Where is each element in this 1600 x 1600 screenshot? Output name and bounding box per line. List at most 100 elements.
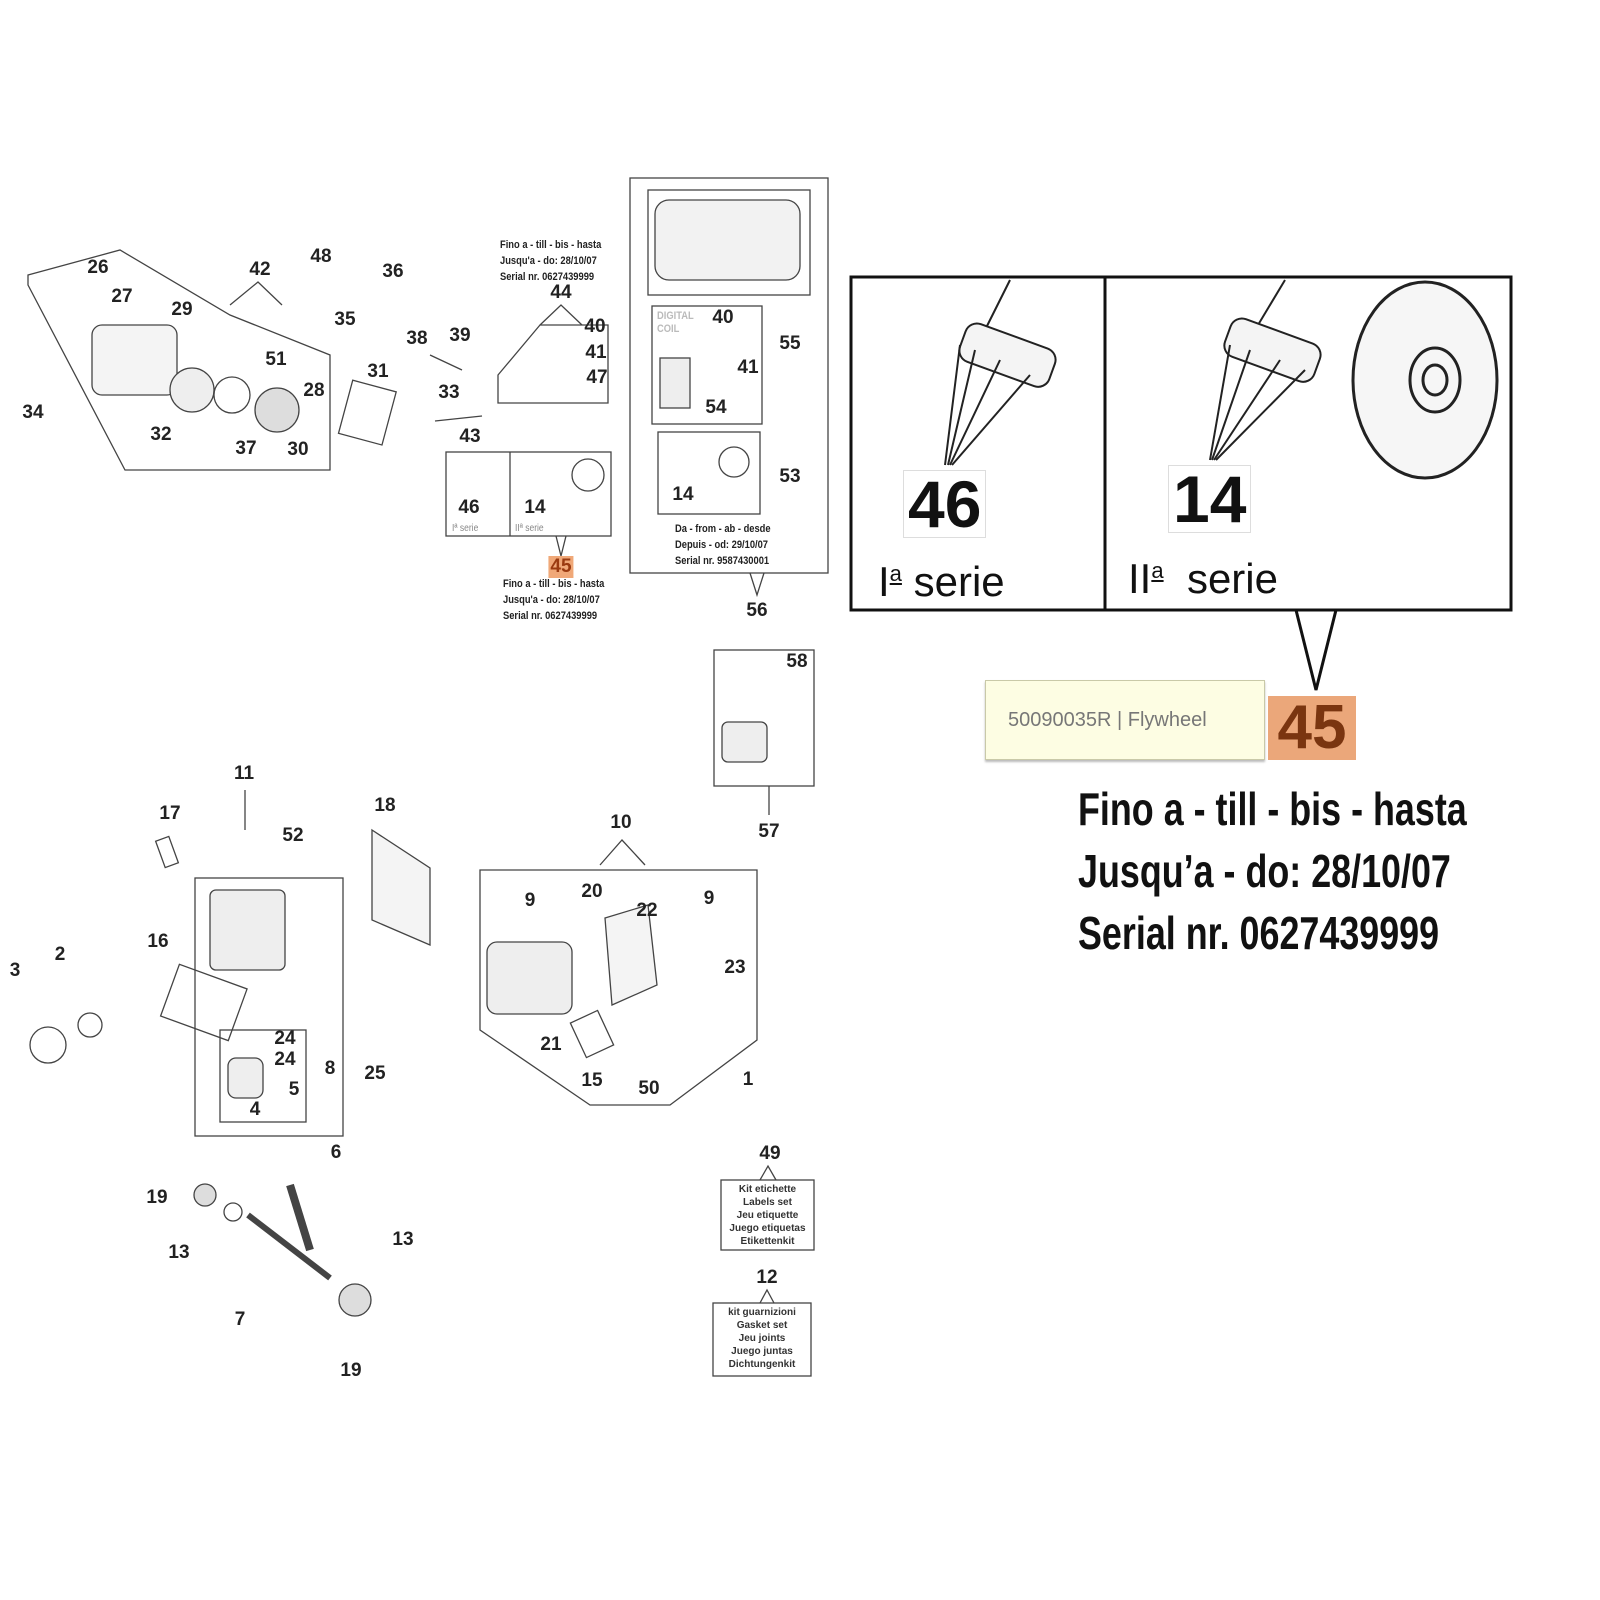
oil-pump-left-part[interactable] [944, 279, 1059, 466]
note-line: Serial nr. 0627439999 [1078, 907, 1440, 959]
callout-number[interactable]: 32 [150, 424, 172, 445]
clamp-2-part[interactable] [77, 1012, 103, 1038]
callout-number[interactable]: 52 [282, 825, 304, 846]
callout-number[interactable]: 22 [636, 900, 658, 921]
pulley-part[interactable] [169, 367, 215, 413]
callout-number[interactable]: 17 [159, 803, 181, 824]
callout-number[interactable]: 11 [233, 763, 255, 784]
gasket-16-part[interactable] [159, 963, 248, 1042]
callout-number[interactable]: 8 [324, 1058, 336, 1079]
crankcase-part[interactable] [654, 199, 801, 281]
callout-number[interactable]: 24 [274, 1049, 296, 1070]
connecting-rod-part[interactable] [286, 1183, 314, 1252]
callout-number[interactable]: 27 [111, 286, 133, 307]
zoom-callout-14[interactable]: 14 [1168, 465, 1252, 533]
cylinder-part[interactable] [209, 889, 286, 971]
bearing-19b-part[interactable] [338, 1283, 372, 1317]
cable-43-part[interactable] [434, 415, 483, 422]
callout-number[interactable]: 5 [288, 1079, 300, 1100]
pawl-plate-part[interactable] [213, 376, 251, 414]
callout-number[interactable]: 3 [9, 960, 21, 981]
callout-number[interactable]: 46 [458, 497, 480, 518]
callout-number[interactable]: 38 [406, 328, 428, 349]
callout-number[interactable]: 1 [742, 1069, 754, 1090]
callout-number[interactable]: 37 [235, 438, 257, 459]
callout-number[interactable]: 56 [746, 600, 768, 621]
callout-number[interactable]: 24 [274, 1028, 296, 1049]
callout-number[interactable]: 47 [586, 367, 608, 388]
zoom-callout-45-highlighted[interactable]: 45 [1268, 696, 1356, 760]
muffler-bracket-22-part[interactable] [604, 904, 658, 1006]
flywheel-large-part[interactable] [1351, 280, 1499, 480]
flywheel-small-part[interactable] [571, 458, 605, 492]
callout-number[interactable]: 7 [234, 1309, 246, 1330]
part-33[interactable] [429, 354, 463, 371]
digital-coil-part[interactable] [659, 357, 691, 409]
callout-number[interactable]: 53 [779, 466, 801, 487]
callout-number[interactable]: 44 [550, 282, 572, 303]
callout-number[interactable]: 4 [249, 1099, 261, 1120]
callout-number[interactable]: 13 [168, 1242, 190, 1263]
callout-number[interactable]: 19 [146, 1187, 168, 1208]
callout-number[interactable]: 50 [638, 1078, 660, 1099]
callout-number[interactable]: 40 [584, 316, 606, 337]
callout-number[interactable]: 51 [265, 349, 287, 370]
callout-number[interactable]: 29 [171, 299, 193, 320]
callout-number[interactable]: 30 [287, 439, 309, 460]
callout-45-highlighted[interactable]: 45 [548, 556, 574, 578]
callout-number[interactable]: 55 [779, 333, 801, 354]
callout-number[interactable]: 40 [712, 307, 734, 328]
piston-part[interactable] [227, 1057, 264, 1099]
callout-number[interactable]: 39 [449, 325, 471, 346]
callout-number[interactable]: 57 [758, 821, 780, 842]
spring-part[interactable] [254, 387, 300, 433]
callout-number[interactable]: 33 [438, 382, 460, 403]
callout-number[interactable]: 41 [737, 357, 759, 378]
callout-number[interactable]: 42 [249, 259, 271, 280]
callout-number[interactable]: 13 [392, 1229, 414, 1250]
callout-number[interactable]: 9 [703, 888, 715, 909]
callout-number[interactable]: 23 [724, 957, 746, 978]
callout-number[interactable]: 58 [786, 651, 808, 672]
callout-number[interactable]: 9 [524, 890, 536, 911]
callout-number[interactable]: 12 [756, 1267, 778, 1288]
callout-number[interactable]: 16 [147, 931, 169, 952]
callout-number[interactable]: 34 [22, 402, 44, 423]
callout-number[interactable]: 10 [610, 812, 632, 833]
oil-pump-right-part[interactable] [1209, 279, 1324, 461]
callout-number[interactable]: 25 [364, 1063, 386, 1084]
coil-58-part[interactable] [721, 721, 768, 763]
flywheel-53-part[interactable] [718, 446, 750, 478]
starter-housing-part[interactable] [91, 324, 178, 396]
callout-number[interactable]: 26 [87, 257, 109, 278]
callout-number[interactable]: 36 [382, 261, 404, 282]
seal-3-part[interactable] [29, 1026, 67, 1064]
callout-number[interactable]: 54 [705, 397, 727, 418]
gasket-31-part[interactable] [337, 379, 398, 446]
zoom-callout-46[interactable]: 46 [903, 470, 987, 538]
spark-plug-17-part[interactable] [154, 835, 180, 869]
callout-number[interactable]: 35 [334, 309, 356, 330]
callout-number[interactable]: 2 [54, 944, 66, 965]
callout-number[interactable]: 49 [759, 1143, 781, 1164]
callout-number[interactable]: 15 [581, 1070, 603, 1091]
callout-number[interactable]: 6 [330, 1142, 342, 1163]
muffler-part[interactable] [486, 941, 573, 1015]
callout-number[interactable]: 14 [672, 484, 694, 505]
callout-number[interactable]: 18 [374, 795, 396, 816]
callout-number[interactable]: 31 [367, 361, 389, 382]
flywheel-box-45[interactable] [445, 451, 612, 537]
plate-21-part[interactable] [569, 1009, 615, 1059]
bearing-19-part[interactable] [193, 1183, 217, 1207]
seal-13-part[interactable] [223, 1202, 243, 1222]
heat-shield-18-part[interactable] [371, 828, 431, 946]
callout-number[interactable]: 28 [303, 380, 325, 401]
callout-number[interactable]: 48 [310, 246, 332, 267]
crankshaft-part[interactable] [246, 1212, 332, 1281]
callout-number[interactable]: 14 [524, 497, 546, 518]
callout-number[interactable]: 20 [581, 881, 603, 902]
callout-number[interactable]: 41 [585, 342, 607, 363]
callout-number[interactable]: 19 [340, 1360, 362, 1381]
callout-number[interactable]: 43 [459, 426, 481, 447]
callout-number[interactable]: 21 [540, 1034, 562, 1055]
